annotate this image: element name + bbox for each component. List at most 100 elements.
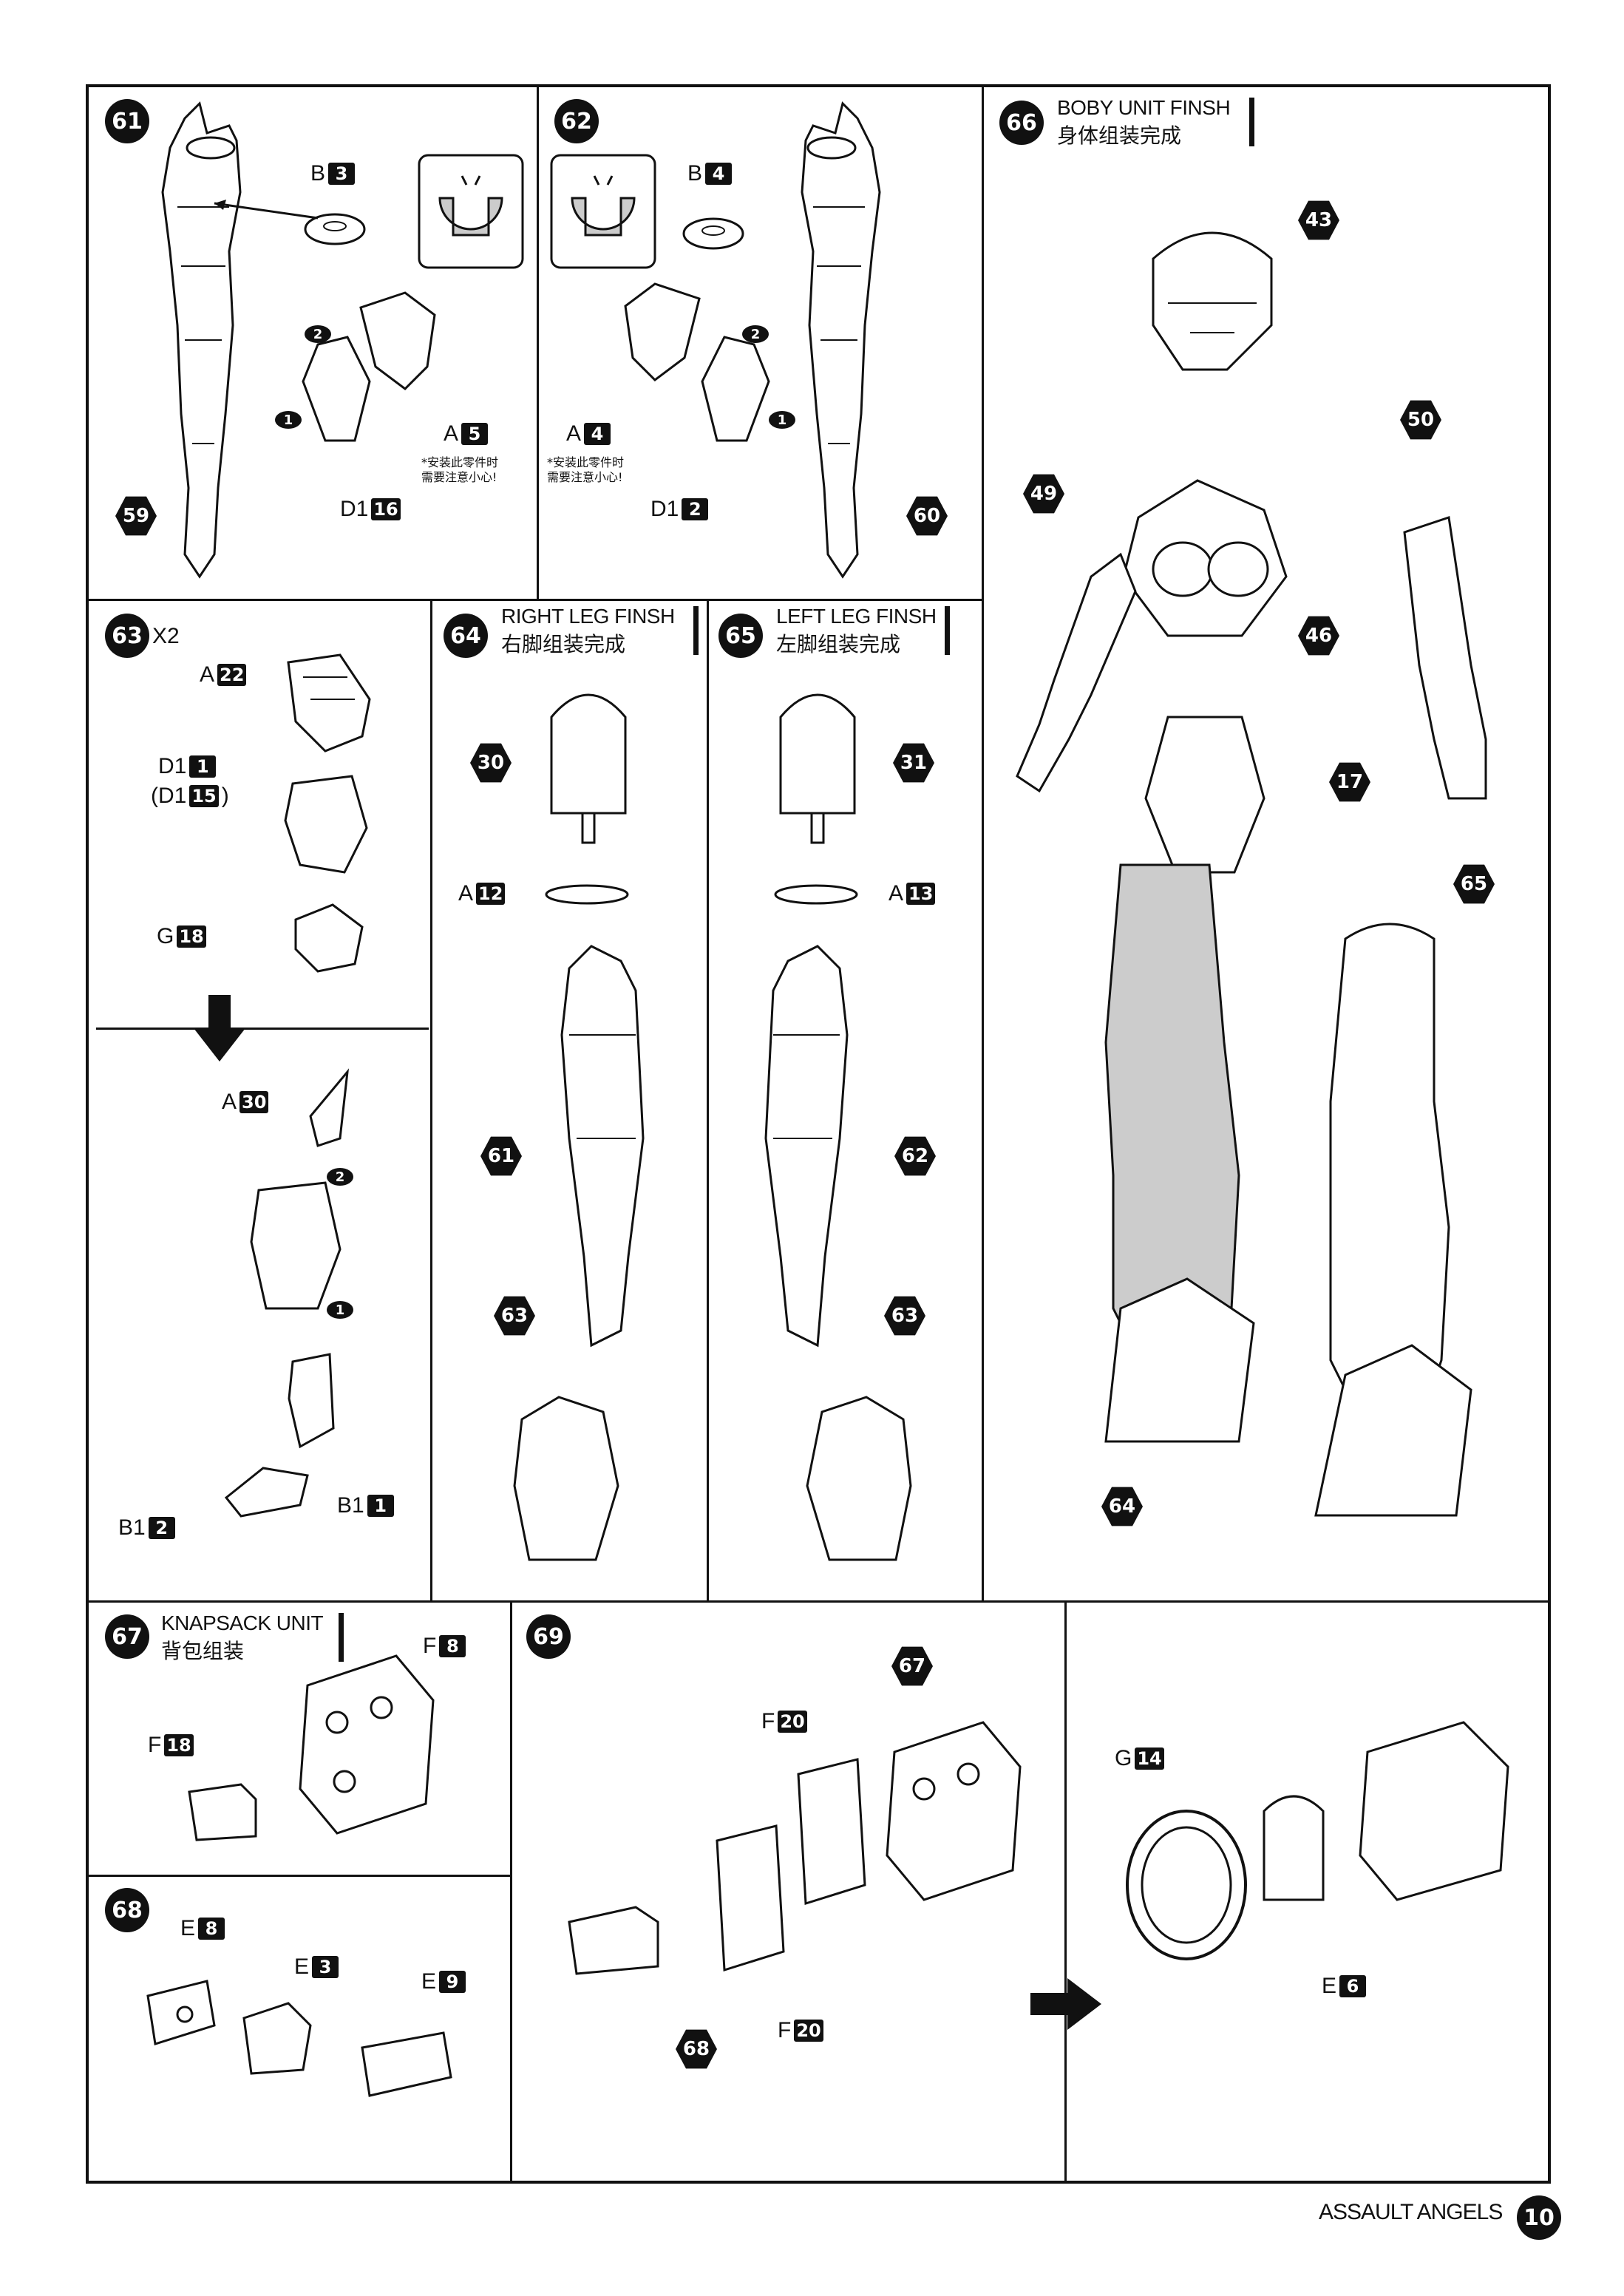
instruction-frame <box>86 84 1551 2184</box>
foot-drawing <box>513 1396 619 1561</box>
part-hex-badge: 17 <box>1329 762 1370 802</box>
divider <box>1064 1600 1067 2181</box>
step-title-cn: 左脚组装完成 <box>776 632 901 656</box>
order-marker: 1 <box>769 411 795 429</box>
part-hex-badge: 46 <box>1298 616 1339 656</box>
thigh-part-drawing <box>550 693 627 844</box>
step-title: LEFT LEG FINSH 左脚组装完成 <box>776 605 937 658</box>
torso-drawing <box>1122 479 1288 637</box>
step-number-badge: 64 <box>444 614 488 658</box>
step-title-cn: 右脚组装完成 <box>501 632 626 656</box>
page-number: 10 <box>1517 2195 1561 2240</box>
order-marker: 2 <box>742 325 769 343</box>
step-title: KNAPSACK UNIT 背包组装 <box>161 1611 324 1665</box>
shin-armor-drawing <box>701 336 770 442</box>
foot-part-drawing <box>287 653 371 753</box>
footer-title: ASSAULT ANGELS <box>1319 2200 1503 2224</box>
down-arrow-icon <box>194 995 245 1062</box>
title-bar <box>945 606 950 655</box>
foot-part-drawing <box>250 1181 342 1310</box>
part-hex-badge: 63 <box>884 1296 925 1336</box>
step-title-en: KNAPSACK UNIT <box>161 1611 324 1634</box>
assembly-arrow-drawing <box>214 200 319 220</box>
foot-part-drawing <box>294 903 364 973</box>
knee-cap-drawing <box>304 213 366 245</box>
step-number-badge: 61 <box>105 99 149 143</box>
shin-armor-drawing <box>302 336 371 442</box>
joint-ring-drawing <box>545 884 629 905</box>
step-title-en: BOBY UNIT FINSH <box>1057 96 1231 119</box>
step-title-cn: 背包组装 <box>161 1639 245 1663</box>
step-number-badge: 66 <box>999 101 1044 145</box>
calf-armor-drawing <box>359 291 436 390</box>
part-hex-badge: 67 <box>891 1646 933 1686</box>
divider <box>87 599 983 601</box>
divider <box>430 599 432 1601</box>
foot-part-drawing <box>224 1467 309 1518</box>
part-hex-badge: 62 <box>894 1136 936 1176</box>
round-cover-drawing <box>1126 1810 1247 1960</box>
divider <box>87 1875 512 1877</box>
divider <box>510 1600 512 2181</box>
order-marker: 1 <box>275 411 302 429</box>
step-title: BOBY UNIT FINSH 身体组装完成 <box>1057 96 1231 149</box>
lower-leg-drawing <box>764 945 849 1348</box>
step-title-en: LEFT LEG FINSH <box>776 605 937 628</box>
plate-drawing <box>797 1758 866 1906</box>
thigh-part-drawing <box>779 693 856 844</box>
foot-part-drawing <box>284 775 368 874</box>
left-leg-part-drawing <box>801 101 881 579</box>
assembled-left-leg-drawing <box>1314 923 1472 1517</box>
order-marker: 1 <box>327 1301 353 1319</box>
detail-inset-drawing <box>418 154 524 269</box>
part-hex-badge: 60 <box>906 496 948 536</box>
joint-piece-drawing <box>242 2002 312 2075</box>
knapsack-frame-drawing <box>886 1721 1022 1901</box>
step-number-badge: 67 <box>105 1614 149 1659</box>
step-title-cn: 身体组装完成 <box>1057 123 1182 148</box>
knapsack-frame-drawing <box>1359 1721 1509 1901</box>
joint-ring-drawing <box>774 884 858 905</box>
knee-cap-drawing <box>682 217 744 250</box>
joint-piece-drawing <box>146 1980 216 2045</box>
title-bar <box>339 1613 344 1662</box>
quantity-multiplier: X2 <box>152 624 180 648</box>
part-hex-badge: 31 <box>893 743 934 783</box>
foot-drawing <box>806 1396 912 1561</box>
step-number-badge: 68 <box>105 1888 149 1932</box>
caution-note: *安装此零件时 需要注意小心! <box>421 455 499 484</box>
part-hex-badge: 43 <box>1298 200 1339 240</box>
knapsack-frame-drawing <box>299 1654 435 1835</box>
title-bar <box>693 606 699 655</box>
foot-part-drawing <box>309 1068 350 1147</box>
caution-note: *安装此零件时 需要注意小心! <box>547 455 625 484</box>
right-arrow-icon <box>1030 1978 1101 2030</box>
head-drawing <box>1152 231 1273 371</box>
step-title: RIGHT LEG FINSH 右脚组装完成 <box>501 605 675 658</box>
step-number-badge: 65 <box>718 614 763 658</box>
step-number-badge: 62 <box>554 99 599 143</box>
divider <box>96 1028 429 1030</box>
plate-drawing <box>716 1824 785 1972</box>
part-hex-badge: 50 <box>1400 400 1441 440</box>
order-marker: 2 <box>305 325 331 343</box>
detail-inset-drawing <box>550 154 656 269</box>
foot-part-drawing <box>288 1353 335 1449</box>
left-arm-drawing <box>1403 516 1487 800</box>
